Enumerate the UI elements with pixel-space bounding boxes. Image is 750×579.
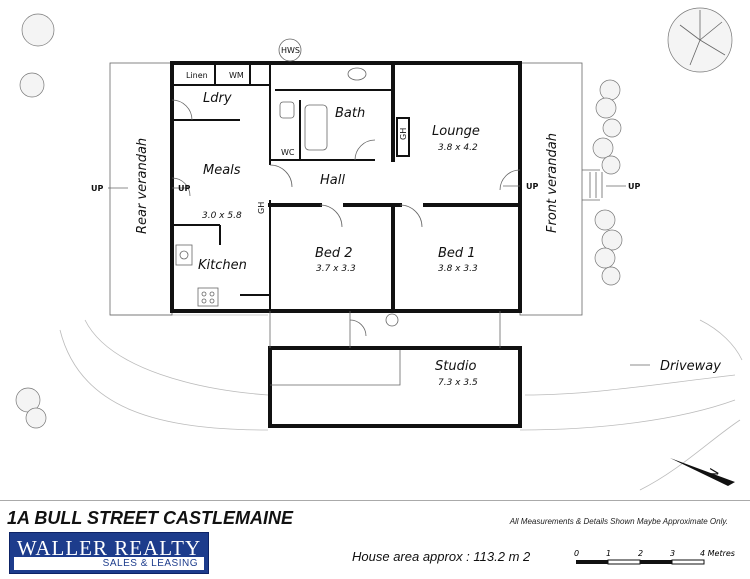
fixtures — [175, 38, 399, 327]
bed2-label: Bed 2 — [315, 246, 353, 261]
hws-label: HWS — [281, 46, 300, 55]
scale-tick-2: 2 — [638, 549, 643, 558]
scale-bar: 0 1 2 3 4 Metres — [574, 549, 735, 565]
up-arrows — [108, 185, 650, 366]
rear-verandah-label: Rear verandah — [135, 138, 150, 234]
up-marker-meals: UP — [178, 184, 190, 193]
scale-seg-1 — [576, 560, 608, 564]
studio-dimension: 7.3 x 3.5 — [438, 378, 478, 388]
bed1-dimension: 3.8 x 3.3 — [438, 264, 478, 274]
scale-seg-3 — [640, 560, 672, 564]
meals-dimension: 3.0 x 5.8 — [202, 211, 242, 221]
driveway-label: Driveway — [660, 359, 721, 374]
kitchen-label: Kitchen — [198, 258, 247, 273]
logo-band: SALES & LEASING — [14, 557, 204, 570]
lounge-dimension: 3.8 x 4.2 — [438, 143, 478, 153]
hall-label: Hall — [320, 173, 345, 188]
up-marker-front-verandah: UP — [526, 182, 538, 191]
footer-divider — [0, 500, 750, 501]
up-marker-rear: UP — [91, 184, 103, 193]
doors — [171, 99, 521, 337]
bath-label: Bath — [335, 106, 365, 121]
north-label: N — [706, 467, 724, 482]
scale-tick-3: 3 — [670, 549, 675, 558]
linen-label: Linen — [186, 71, 208, 80]
wm-label: WM — [229, 71, 244, 80]
scale-tick-1: 1 — [606, 549, 611, 558]
studio-walls — [268, 311, 522, 428]
north-arrow: N — [670, 458, 735, 486]
lounge-label: Lounge — [432, 124, 480, 139]
measurement-disclaimer: All Measurements & Details Shown Maybe A… — [509, 517, 728, 526]
bed2-dimension: 3.7 x 3.3 — [316, 264, 356, 274]
scale-tick-4: 4 Metres — [700, 549, 735, 558]
walls — [170, 61, 522, 313]
bed1-label: Bed 1 — [438, 246, 476, 261]
gh-label-left: GH — [257, 202, 266, 214]
logo-name: WALLER REALTY — [16, 536, 202, 560]
agency-logo: WALLER REALTY SALES & LEASING — [9, 532, 209, 574]
house-area: House area approx : 113.2 m 2 — [352, 549, 531, 564]
trees — [15, 7, 733, 429]
scale-seg-2 — [607, 559, 641, 565]
ldry-label: Ldry — [203, 91, 232, 106]
wc-label: WC — [281, 148, 295, 157]
scale-tick-0: 0 — [574, 549, 579, 558]
up-marker-front-steps: UP — [628, 182, 640, 191]
meals-label: Meals — [203, 163, 241, 178]
landscape-lines — [59, 314, 743, 491]
logo-subtitle: SALES & LEASING — [102, 558, 198, 569]
property-address: 1A BULL STREET CASTLEMAINE — [7, 508, 294, 528]
scale-seg-4 — [671, 559, 705, 565]
studio-label: Studio — [435, 359, 476, 374]
gh-label-right: GH — [399, 128, 408, 140]
front-verandah-label: Front verandah — [545, 133, 560, 233]
